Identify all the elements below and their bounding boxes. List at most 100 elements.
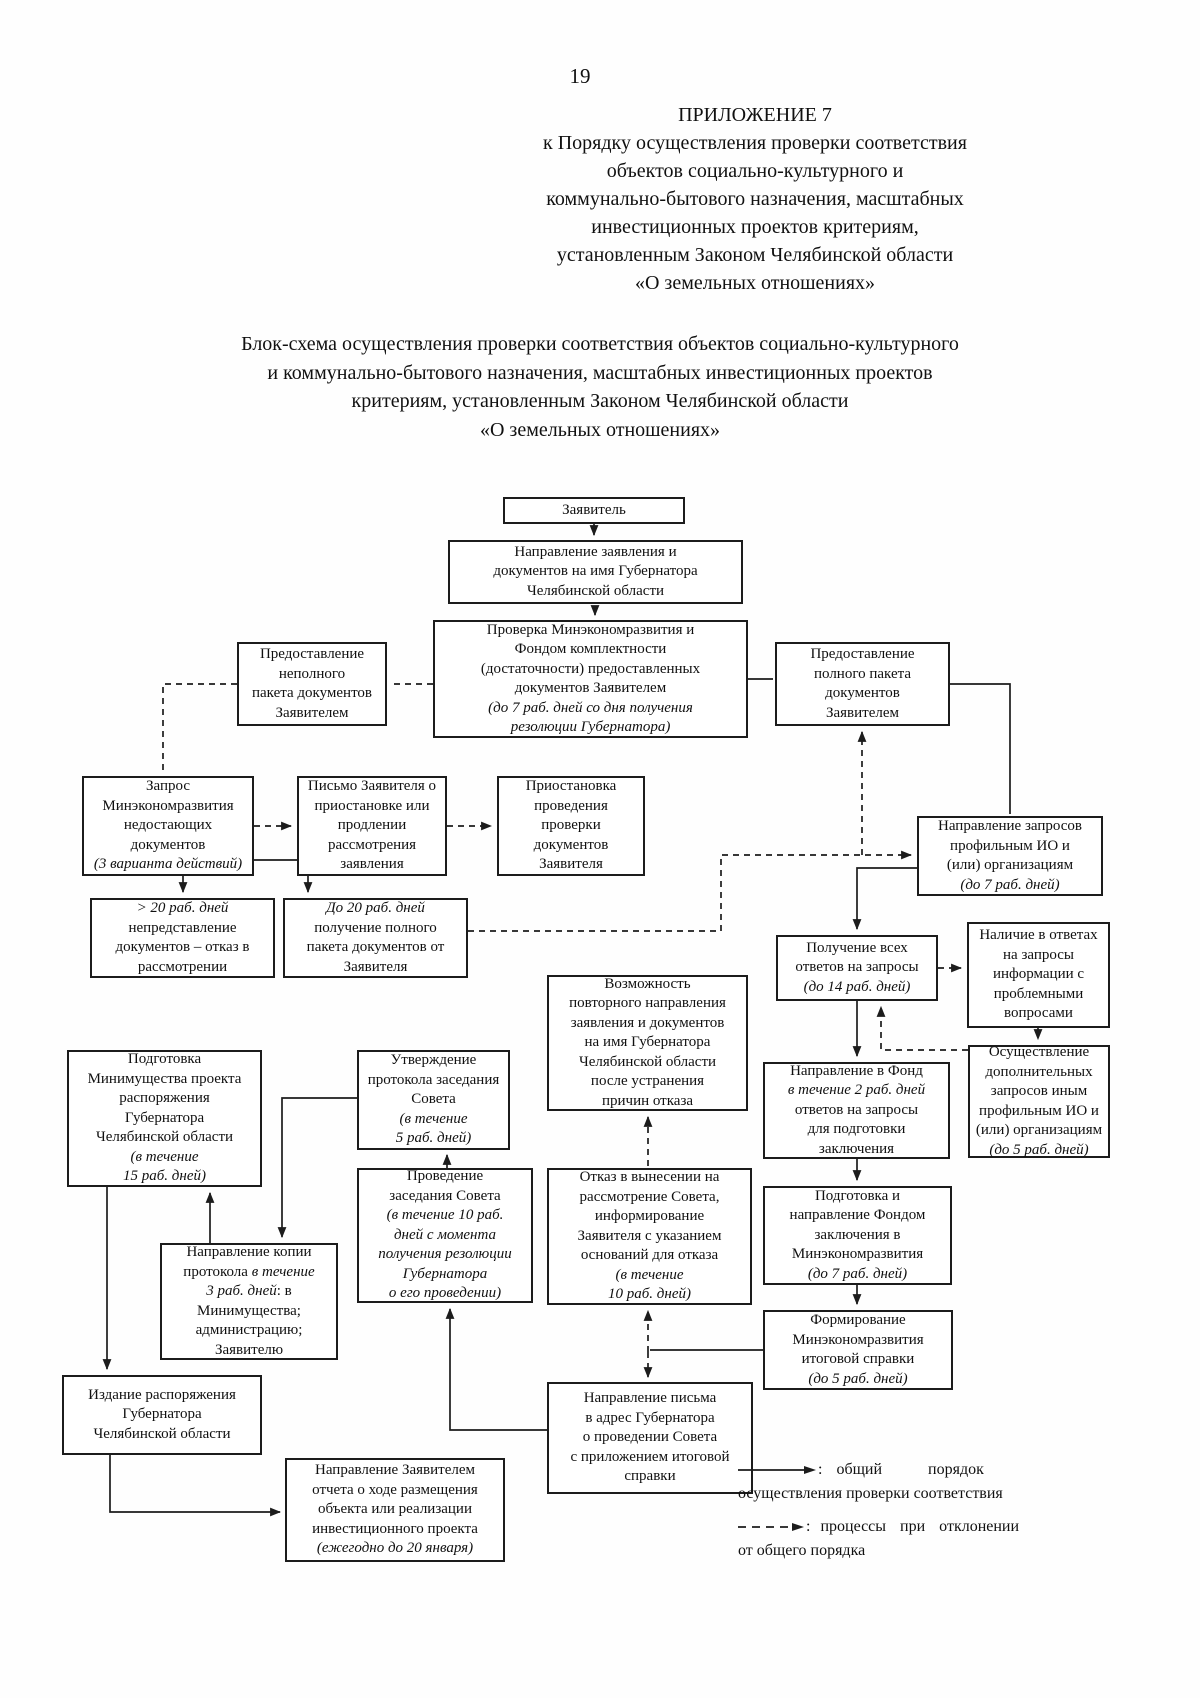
legend-deviation-line2: от общего порядка bbox=[738, 1542, 866, 1560]
text-line: Направление в Фонд bbox=[790, 1062, 923, 1079]
text-line: документов Заявителем bbox=[514, 680, 667, 696]
text-line: (в течение 10 раб. bbox=[386, 1207, 504, 1224]
text-line: Письмо Заявителя о bbox=[307, 778, 437, 795]
text-line: Заявителем bbox=[825, 704, 900, 721]
text-line: Направление копии bbox=[186, 1244, 312, 1260]
text-line: Направление запросов bbox=[938, 818, 1082, 834]
text-line: Блок-схема осуществления проверки соотве… bbox=[241, 333, 959, 355]
text-line: объектов социально-культурного и bbox=[606, 160, 904, 182]
legend-solid-arrow-icon bbox=[738, 1459, 816, 1482]
text-line: протокола заседания bbox=[367, 1071, 500, 1088]
text-line: инвестиционных проектов критериям, bbox=[591, 216, 919, 238]
text-line: о проведении Совета bbox=[582, 1429, 718, 1446]
text-line: Минимущества; bbox=[197, 1302, 301, 1319]
text-line: (до 7 раб. дней) bbox=[807, 1265, 908, 1282]
text-line: повторного направления bbox=[569, 995, 726, 1012]
text-line: Заявителя с указанием bbox=[577, 1227, 722, 1244]
text-line: заключения bbox=[818, 1140, 895, 1157]
text-line: Челябинской области bbox=[526, 582, 665, 599]
text-line: 10 раб. дней) bbox=[608, 1286, 691, 1303]
text-line: Проведение bbox=[406, 1168, 484, 1185]
text-line: Проверка Минэкономразвития и bbox=[486, 621, 695, 638]
text-line: Предоставление bbox=[810, 646, 915, 662]
text-line: Заявитель bbox=[562, 501, 626, 518]
text-line: (в течение bbox=[130, 1148, 199, 1165]
text-line: ответов на запросы bbox=[795, 959, 919, 976]
text-line: вопросами bbox=[1004, 1005, 1073, 1022]
text-line: Губернатора bbox=[402, 1265, 488, 1282]
text-line: До 20 раб. дней bbox=[326, 900, 425, 916]
text-line: направление Фондом bbox=[789, 1207, 926, 1224]
text-line: коммунально-бытового назначения, масштаб… bbox=[546, 188, 964, 210]
text-line: Утверждение bbox=[390, 1052, 477, 1069]
text-line: заявления и документов bbox=[570, 1014, 725, 1031]
text-line: причин отказа bbox=[601, 1092, 694, 1109]
text-line: проблемными bbox=[993, 985, 1084, 1002]
text-line: Направление заявления и bbox=[514, 543, 677, 560]
legend-dashed-arrow-icon bbox=[738, 1516, 804, 1539]
text-line: Предоставление bbox=[259, 646, 365, 662]
text-line: Формирование bbox=[810, 1312, 906, 1328]
text-line: проверки bbox=[541, 817, 601, 834]
text-line: Фондом комплектности bbox=[514, 641, 667, 657]
text-line: Челябинской области bbox=[95, 1129, 234, 1146]
text-line: на имя Губернатора bbox=[584, 1034, 711, 1051]
page-number: 19 bbox=[569, 64, 591, 88]
text-line: «О земельных отношениях» bbox=[479, 418, 721, 441]
text-line: Заявителю bbox=[214, 1341, 284, 1358]
text-line: после устранения bbox=[590, 1073, 705, 1090]
text-line: документов bbox=[130, 836, 206, 853]
text-line: заключения в bbox=[814, 1226, 901, 1243]
diagram-title: Блок-схема осуществления проверки соотве… bbox=[90, 330, 1110, 444]
text-line: установленным Законом Челябинской област… bbox=[556, 244, 954, 266]
text-line: отчета о ходе размещения bbox=[312, 1481, 478, 1498]
text-line: непредставление bbox=[128, 919, 237, 936]
text-line: Минэкономразвития bbox=[102, 797, 234, 814]
text-line: Осуществление bbox=[988, 1044, 1090, 1060]
legend-general-line2: осуществления проверки соответствия bbox=[738, 1484, 1003, 1502]
text-line: неполного bbox=[278, 665, 346, 682]
text-line: дней с момента bbox=[393, 1226, 497, 1243]
box-incomplete-package: Предоставление неполного пакета документов… bbox=[237, 642, 387, 726]
text-line: 3 раб. дней: в bbox=[206, 1283, 292, 1299]
text-line: Заявителем bbox=[275, 704, 349, 721]
text-line: критериям, установленным Законом Челябин… bbox=[351, 390, 849, 413]
text-line: (или) организациям bbox=[975, 1122, 1103, 1138]
text-line: (3 варианта действий) bbox=[93, 856, 243, 873]
text-line: (ежегодно до 20 января) bbox=[316, 1540, 474, 1557]
text-line: Наличие в ответах bbox=[979, 927, 1098, 944]
text-line: «О земельных отношениях» bbox=[634, 272, 876, 294]
text-line: пакета документов от bbox=[306, 939, 445, 955]
legend-deviation-line1: процессы при отклонении bbox=[820, 1518, 1020, 1536]
text-line: заседания Совета bbox=[389, 1187, 501, 1204]
text-line: (до 5 раб. дней) bbox=[989, 1141, 1089, 1158]
text-line: документов bbox=[533, 836, 609, 853]
text-line: > 20 раб. дней bbox=[136, 900, 229, 916]
text-line: пакета документов bbox=[251, 685, 373, 701]
text-line: Заявителя bbox=[539, 856, 603, 873]
text-line: документов bbox=[825, 685, 900, 701]
text-line: (или) организациям bbox=[946, 857, 1074, 873]
text-line: Издание распоряжения bbox=[88, 1386, 236, 1403]
text-line: Подготовка bbox=[127, 1051, 202, 1068]
text-line: Отказ в вынесении на bbox=[579, 1169, 720, 1186]
text-line: администрацию; bbox=[195, 1322, 303, 1338]
text-line: (до 5 раб. дней) bbox=[808, 1370, 908, 1387]
text-line: Челябинской области bbox=[578, 1053, 717, 1070]
box-check: Проверка Минэкономразвития и Фондом компл… bbox=[433, 620, 748, 738]
text-line: Губернатора bbox=[122, 1406, 202, 1423]
